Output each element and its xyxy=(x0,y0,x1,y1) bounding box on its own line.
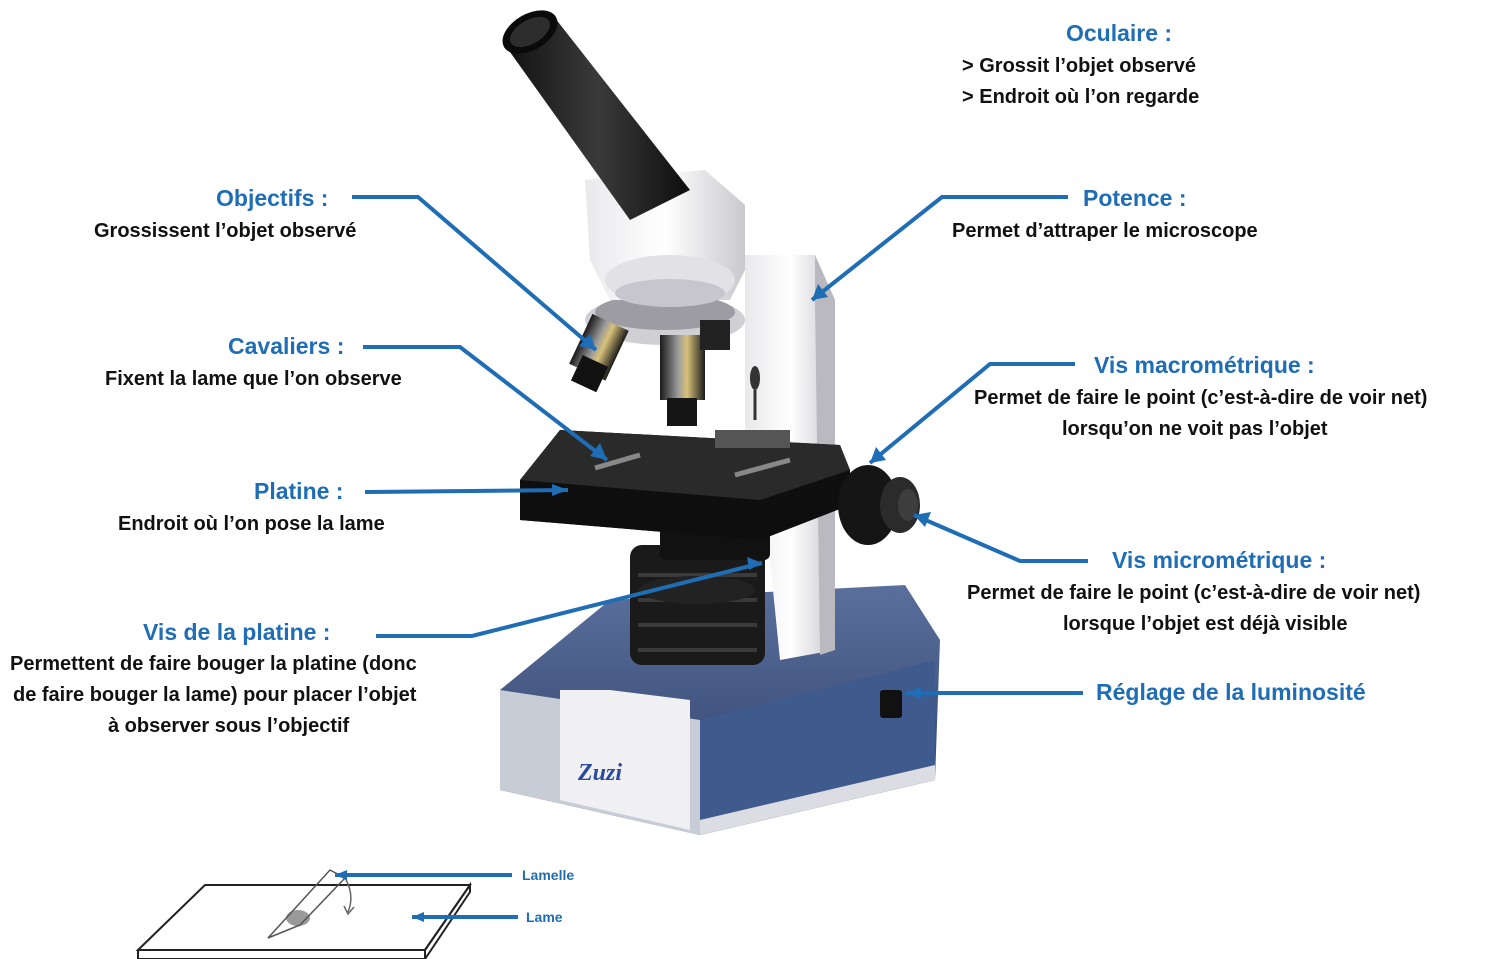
oculaire-desc-2: > Endroit où l’on regarde xyxy=(962,87,1199,107)
vis-micro-desc-2: lorsque l’objet est déjà visible xyxy=(1063,614,1348,634)
cavaliers-title: Cavaliers : xyxy=(228,335,344,358)
lame-label: Lame xyxy=(526,910,563,924)
potence-desc: Permet d’attraper le microscope xyxy=(952,221,1258,241)
potence-title: Potence : xyxy=(1083,187,1187,210)
objectifs-desc: Grossissent l’objet observé xyxy=(94,221,356,241)
focus-knobs xyxy=(838,465,920,545)
vis-macro-desc-1: Permet de faire le point (c’est-à-dire d… xyxy=(974,388,1427,408)
vis-platine-desc-1: Permettent de faire bouger la platine (d… xyxy=(10,654,417,674)
objectifs-title: Objectifs : xyxy=(216,187,328,210)
cavaliers-desc: Fixent la lame que l’on observe xyxy=(105,369,402,389)
stage xyxy=(520,430,850,540)
pointer-objectifs xyxy=(352,197,596,350)
vis-platine-desc-3: à observer sous l’objectif xyxy=(108,716,349,736)
oculaire-title: Oculaire : xyxy=(1066,22,1172,45)
platine-title: Platine : xyxy=(254,480,343,503)
platine-desc: Endroit où l’on pose la lame xyxy=(118,514,385,534)
luminosite-title: Réglage de la luminosité xyxy=(1096,681,1366,704)
vis-platine-desc-2: de faire bouger la lame) pour placer l’o… xyxy=(13,685,416,705)
brand-logo: Zuzi xyxy=(577,760,622,786)
pointer-vis-macro xyxy=(870,364,1075,463)
pointer-platine xyxy=(365,490,568,492)
oculaire-desc-1: > Grossit l’objet observé xyxy=(962,56,1196,76)
pointer-vis-micro xyxy=(914,515,1088,561)
vis-micro-desc-1: Permet de faire le point (c’est-à-dire d… xyxy=(967,583,1420,603)
lamelle-label: Lamelle xyxy=(522,868,574,882)
objectives xyxy=(569,294,745,426)
vis-platine-title: Vis de la platine : xyxy=(143,621,330,644)
pointer-potence xyxy=(812,197,1068,300)
vis-macro-desc-2: lorsqu’on ne voit pas l’objet xyxy=(1062,419,1328,439)
vis-micro-title: Vis micrométrique : xyxy=(1112,549,1326,572)
vis-macro-title: Vis macrométrique : xyxy=(1094,354,1315,377)
